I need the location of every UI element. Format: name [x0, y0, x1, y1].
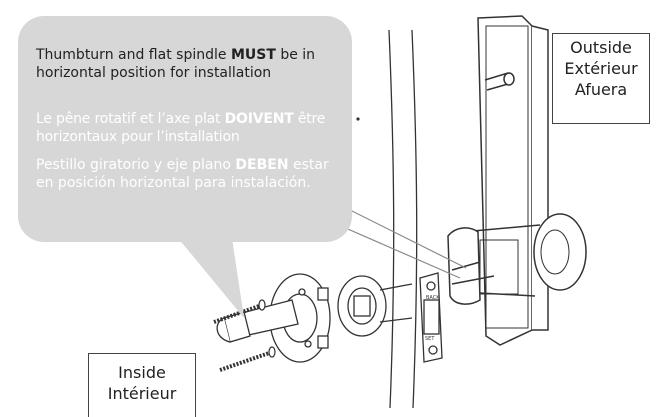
outside-label-es: Afuera	[574, 80, 628, 99]
lock-installation-drawing: BACK SET	[213, 15, 587, 408]
inside-label-fr: Intérieur	[107, 384, 177, 403]
instruction-callout	[18, 16, 352, 242]
latch-stamp-top: BACK	[426, 295, 440, 301]
instruction-english: Thumbturn and flat spindle MUST be in ho…	[36, 47, 316, 81]
mounting-screws	[213, 299, 276, 372]
outside-label-fr: Extérieur	[564, 59, 638, 78]
instruction-french: Le pêne rotatif et l’axe plat DOIVENT êt…	[36, 111, 326, 145]
callout-tail	[178, 238, 244, 318]
outside-label-en: Outside	[570, 38, 632, 57]
latch-stamp-bottom: SET	[425, 336, 435, 342]
latch-body	[337, 275, 413, 337]
door-edge-lines	[388, 29, 418, 408]
inside-label-en: Inside	[118, 363, 166, 382]
small-dot	[356, 117, 360, 121]
inside-label: Inside Intérieur	[88, 353, 196, 417]
instruction-spanish: Pestillo giratorio y eje plano DEBEN est…	[36, 157, 329, 191]
outside-label: Outside Extérieur Afuera	[552, 33, 650, 124]
outside-escutcheon	[447, 15, 587, 346]
inside-rose-thumbturn	[216, 273, 331, 363]
latch-plate: BACK SET	[419, 272, 443, 363]
